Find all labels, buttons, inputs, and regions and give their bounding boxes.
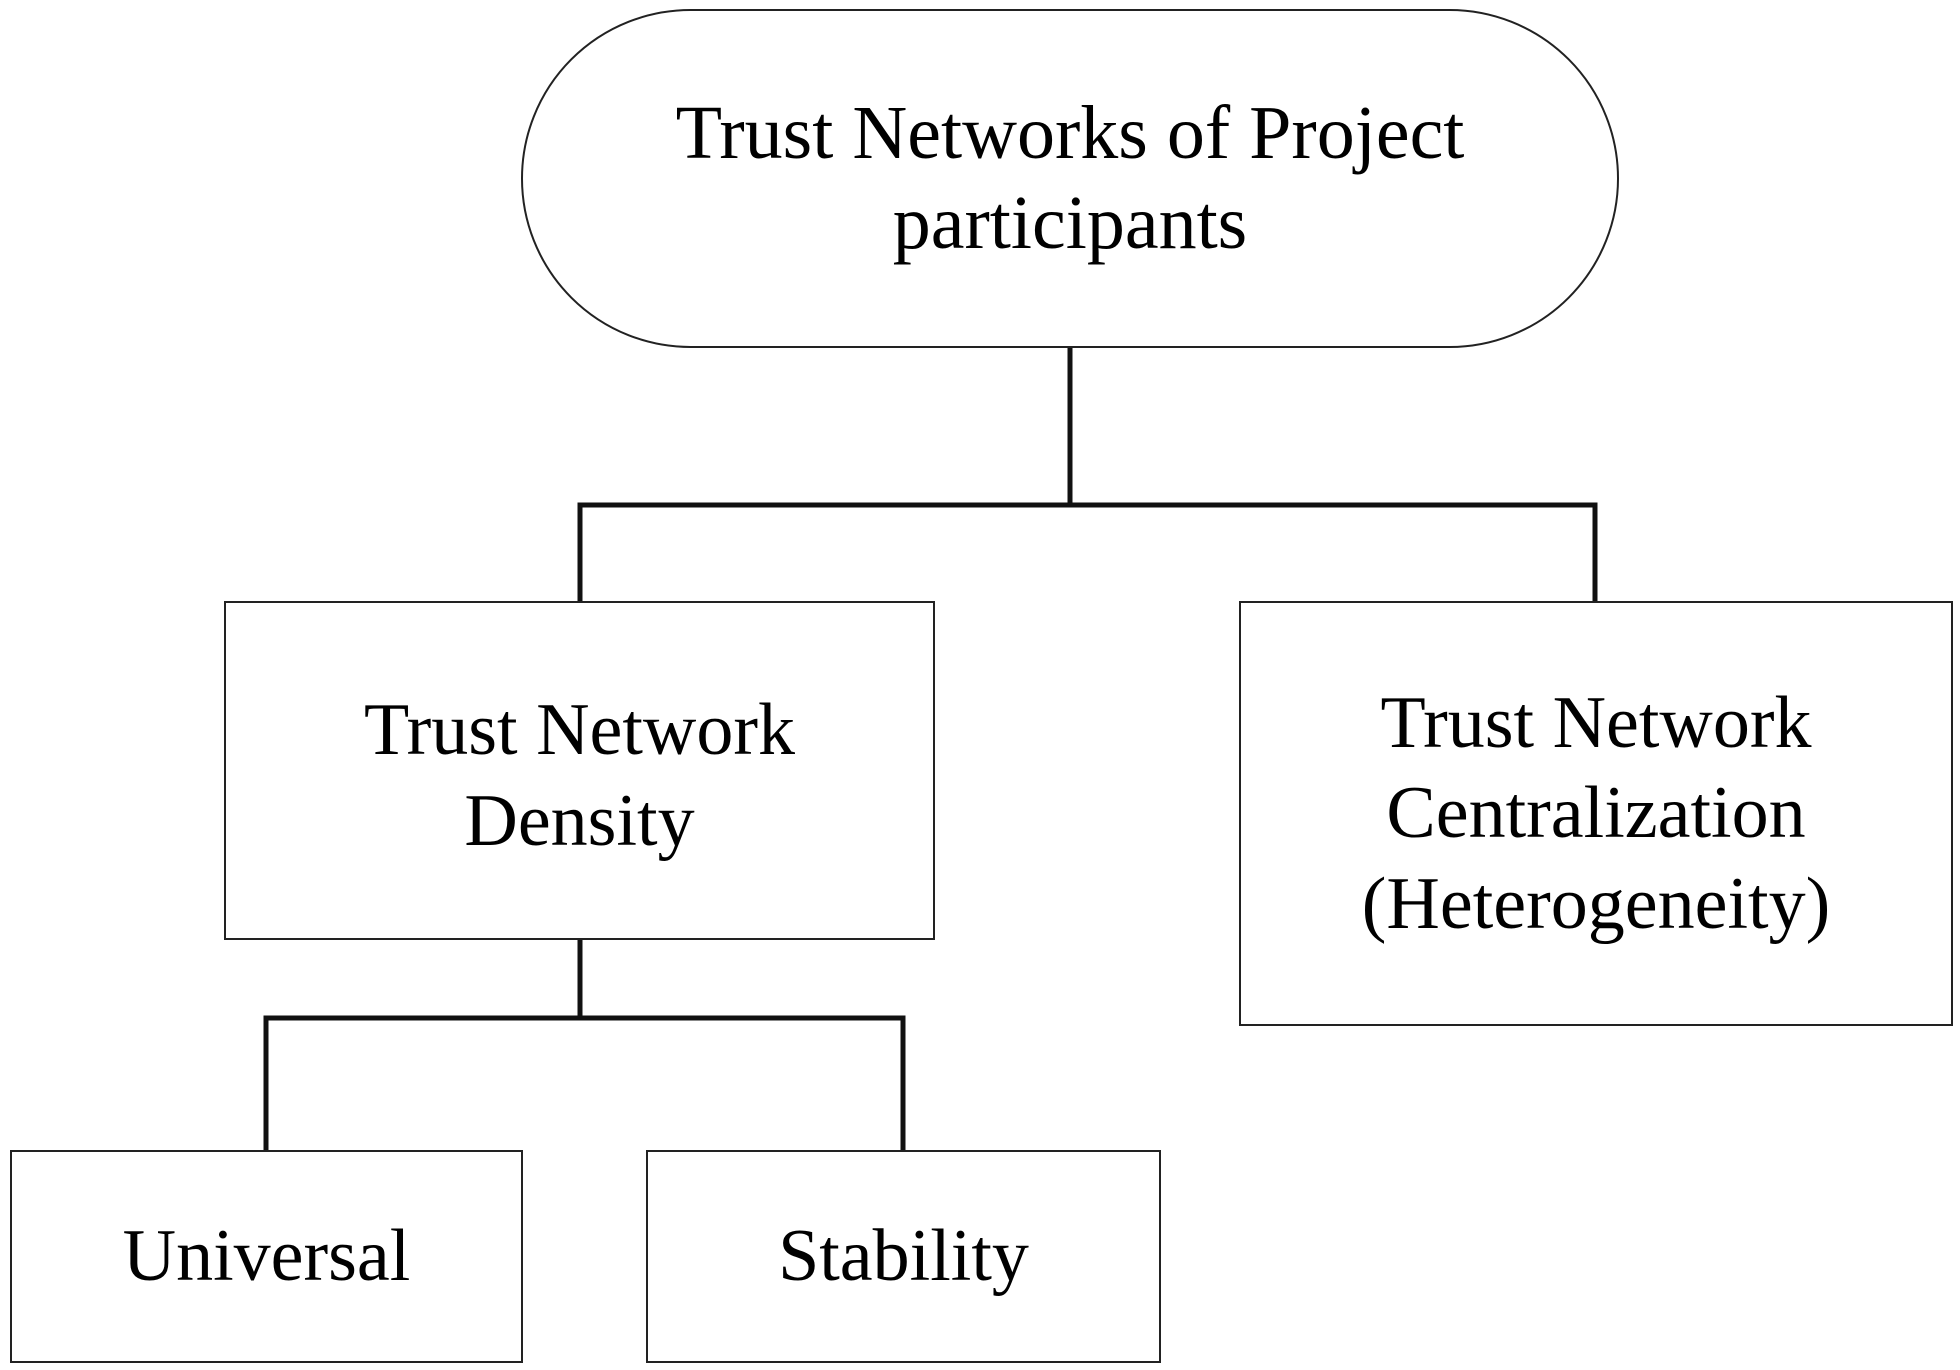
stability-label: Stability: [778, 1215, 1029, 1298]
node-trust-network-density: Trust Network Density: [224, 601, 935, 940]
universal-label: Universal: [122, 1215, 411, 1298]
centralization-label-line1: Trust Network: [1380, 682, 1812, 765]
density-label-line1: Trust Network: [363, 689, 796, 772]
node-stability: Stability: [646, 1150, 1161, 1363]
density-label-line2: Density: [464, 779, 695, 862]
root-node-trust-networks: Trust Networks of Project participants: [521, 9, 1619, 348]
node-universal: Universal: [10, 1150, 523, 1363]
centralization-label-line3: (Heterogeneity): [1361, 862, 1831, 945]
centralization-label-line2: Centralization: [1386, 772, 1806, 855]
root-node-label-line2: participants: [892, 180, 1248, 265]
node-trust-network-centralization: Trust Network Centralization (Heterogene…: [1239, 601, 1953, 1026]
root-node-label-line1: Trust Networks of Project: [675, 90, 1465, 175]
